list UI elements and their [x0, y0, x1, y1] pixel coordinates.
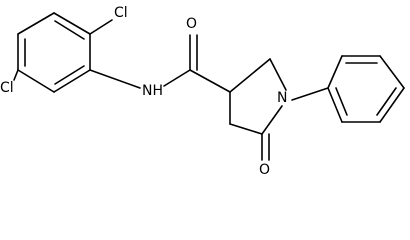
amide-nh-label: NH — [142, 83, 163, 99]
bond-nh-carbonyl — [163, 69, 191, 87]
phenyl-ring — [327, 55, 405, 123]
dichlorophenyl-ring — [17, 12, 91, 93]
amide-oxygen-label: O — [186, 16, 197, 32]
bond — [379, 87, 405, 123]
bond — [229, 123, 263, 135]
bond — [327, 87, 343, 123]
molecule-structure: Cl Cl NH O N O — [0, 5, 405, 178]
bond — [17, 69, 55, 93]
aromatic-bond — [54, 20, 85, 40]
bond-cl-top — [89, 19, 113, 35]
bond — [229, 58, 271, 93]
bond-cl-left — [13, 69, 19, 81]
bond — [261, 105, 283, 135]
bond — [53, 12, 91, 35]
aromatic-bond — [54, 65, 85, 85]
bond-n-phenyl — [291, 87, 329, 101]
lactam-oxygen-label: O — [259, 162, 270, 178]
aromatic-bond — [335, 87, 348, 116]
aromatic-bond — [376, 87, 397, 116]
bond — [379, 55, 405, 89]
bond-carbonyl-ring — [189, 69, 231, 93]
bond — [53, 69, 91, 93]
chlorine-left-label: Cl — [0, 80, 14, 96]
chlorine-top-label: Cl — [114, 5, 128, 21]
ring-nitrogen-label: N — [277, 90, 287, 106]
bond — [17, 12, 55, 35]
bond — [269, 58, 287, 91]
bond-aryl-nh — [89, 69, 141, 89]
pyrrolidinone-ring — [229, 58, 287, 135]
bond — [327, 55, 343, 89]
